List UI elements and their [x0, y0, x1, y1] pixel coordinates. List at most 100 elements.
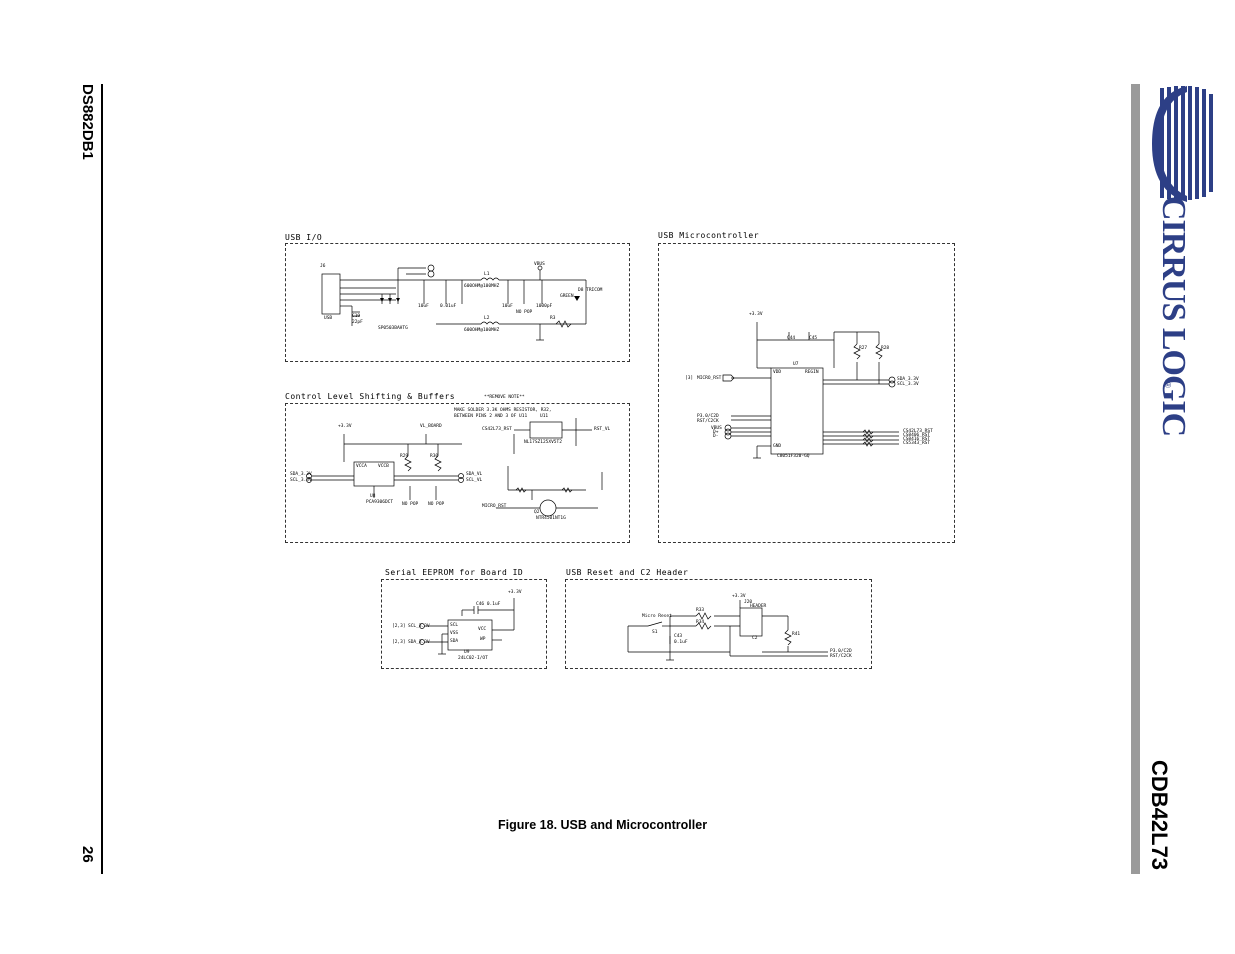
- rc2-c2-label: C2: [752, 636, 758, 641]
- micro-u7-label: U7: [793, 362, 799, 367]
- micro-out-sig-4: CS5343_RST: [903, 441, 931, 446]
- eeprom-c46-label: C46 0.1uF: [476, 602, 501, 607]
- ls-cs-rst-label: CS42L73_RST: [482, 427, 512, 432]
- usb-cap-a: 10uF: [418, 304, 429, 309]
- rc2-r33-label: R33: [696, 608, 705, 613]
- ls-vcca-label: VCCA: [356, 464, 367, 469]
- usb-l1-label: L1: [484, 272, 490, 277]
- micro-rst-in-label: MICRO_RST: [697, 376, 722, 381]
- ls-vccb-label: VCCB: [378, 464, 389, 469]
- rc2-r41-label: R41: [792, 632, 801, 637]
- micro-v33-label: +3.3V: [749, 312, 763, 317]
- micro-out-sig-1: CS42L73_RST: [903, 429, 933, 434]
- ls-no-pop-2: NO POP: [428, 502, 445, 507]
- micro-out-sig-3: CS8416_RST: [903, 437, 931, 442]
- ls-sda-out-label: SDA_VL: [466, 472, 483, 477]
- eeprom-v33-label: +3.3V: [508, 590, 522, 595]
- ls-r30-label: R30: [430, 454, 439, 459]
- rc2-c43-label: C43: [674, 634, 683, 639]
- ls-u8-label: U8: [370, 494, 376, 499]
- rc2-s1-label: S1: [652, 630, 658, 635]
- ls-sda-in-label: SDA_3.3V: [290, 472, 312, 477]
- micro-out-sig-2: CS8406_RST: [903, 433, 931, 438]
- board-name: CDB42L73: [1147, 760, 1172, 871]
- usb-c19-value: 22pF: [352, 320, 363, 325]
- usb-vbus-label: VBUS: [534, 262, 545, 267]
- usb-io-title: USB I/O: [285, 233, 323, 242]
- reset-c2-section: Micro Reset S1 C43 0.1uF R33 R34 +3.3V J…: [565, 579, 872, 669]
- eeprom-sda-sig: SDA_3.3V: [408, 640, 430, 645]
- eeprom-part-label: 24LC02-I/OT: [458, 656, 488, 661]
- ls-v33-label: +3.3V: [338, 424, 352, 429]
- ls-r29-label: R29: [400, 454, 409, 459]
- ls-q2-part: NTR4501NT1G: [536, 516, 566, 521]
- ls-q2-label: Q2: [534, 510, 540, 515]
- usb-ferrite1-label: 600OHM@100MHZ: [464, 284, 500, 289]
- micro-gnd-label: GND: [773, 444, 782, 449]
- reset-c2-title: USB Reset and C2 Header: [566, 568, 689, 577]
- eeprom-u9-label: U9: [464, 650, 470, 655]
- level-shift-title: Control Level Shifting & Buffers: [285, 392, 456, 401]
- rc2-c2d-label: P3.0/C2D: [830, 649, 852, 654]
- micro-c2d-label: P3.0/C2D: [697, 414, 719, 419]
- usb-micro-schematic: [722, 322, 899, 459]
- eeprom-sda-pin: SDA: [450, 639, 459, 644]
- eeprom-vss-pin: VSS: [450, 631, 459, 636]
- ls-u8-part: PCA9306DCT: [366, 500, 394, 505]
- reset-c2-schematic: [627, 600, 828, 661]
- eeprom-vcc-pin: VCC: [478, 627, 487, 632]
- eeprom-scl-sig: SCL_3.3V: [408, 624, 430, 629]
- micro-dminus-label: D-: [713, 434, 719, 439]
- usb-micro-title: USB Microcontroller: [658, 231, 760, 240]
- usb-led-label: D8 TRICOM: [578, 288, 603, 293]
- micro-scl-out-label: SCL_3.3V: [897, 382, 919, 387]
- level-shift-section: MAKE SOLDER 3.3K OHMS RESISTOR, R32, BET…: [285, 403, 630, 543]
- eeprom-ref-2: [2,3]: [392, 640, 406, 645]
- ls-scl-out-label: SCL_VL: [466, 478, 483, 483]
- ls-micro-rst-label: MICRO_RST: [482, 504, 507, 509]
- micro-sda-out-label: SDA_3.3V: [897, 377, 919, 382]
- level-shift-schematic: [306, 418, 603, 517]
- usb-ferrite2-label: 600OHM@100MHZ: [464, 328, 500, 333]
- eeprom-section: +3.3V C46 0.1uF SCL VSS SDA VCC WP U9 24…: [381, 579, 547, 669]
- document-id: DS882DB1: [79, 84, 96, 160]
- remove-note: **REMOVE NOTE**: [484, 395, 525, 400]
- ls-note-line-2: BETWEEN PINS 2 AND 3 OF U11: [454, 414, 528, 419]
- usb-no-pop: NO POP: [516, 310, 533, 315]
- ls-note-line-1: MAKE SOLDER 3.3K OHMS RESISTOR, R32,: [454, 408, 552, 413]
- eeprom-ref-1: [2,3]: [392, 624, 406, 629]
- ls-rst-vl-label: RST_VL: [594, 427, 611, 432]
- micro-c45-label: C45: [809, 336, 818, 341]
- usb-io-section: J6 USB VBUS L1 600OHM@100MHZ L2 600OHM@1…: [285, 243, 630, 362]
- eeprom-schematic: [419, 598, 515, 655]
- usb-green-label: GREEN: [560, 294, 574, 299]
- usb-c19-label: C19: [352, 314, 361, 319]
- eeprom-title: Serial EEPROM for Board ID: [385, 568, 524, 577]
- rc2-header-label: HEADER: [750, 604, 767, 609]
- eeprom-scl-pin: SCL: [450, 623, 459, 628]
- rc2-r34-label: R34: [696, 620, 705, 625]
- micro-r28-label: R28: [881, 346, 890, 351]
- usb-cap-d: 1000pF: [536, 304, 553, 309]
- ls-u11-label: U11: [540, 414, 549, 419]
- eeprom-wp-pin: WP: [480, 637, 486, 642]
- registered-mark: ®: [1163, 382, 1172, 388]
- usb-cap-c: 10uF: [502, 304, 513, 309]
- rc2-v33-label: +3.3V: [732, 594, 746, 599]
- ls-u11-part: NL17SZ125XV5T2: [524, 440, 562, 445]
- usb-l2-label: L2: [484, 316, 490, 321]
- micro-vbus-label: VBUS: [711, 426, 722, 431]
- left-rule: [101, 84, 103, 874]
- ls-vl-board-label: VL_BOARD: [420, 424, 442, 429]
- rc2-cap-label: 0.1uF: [674, 640, 688, 645]
- rc2-c2ck-label: RST/C2CK: [830, 654, 852, 659]
- micro-ref1-label: [3]: [685, 376, 694, 381]
- micro-c44-label: C44: [787, 336, 796, 341]
- usb-j6-label: J6: [320, 264, 326, 269]
- usb-micro-section: +3.3V C44 C45 R27 R28 U7 VDD REGIN GND C…: [658, 243, 955, 543]
- micro-r27-label: R27: [859, 346, 868, 351]
- rc2-micro-reset-label: Micro Reset: [642, 614, 672, 619]
- micro-part-label: C8051F320-GQ: [777, 454, 810, 459]
- usb-r3-label: R3: [550, 316, 556, 321]
- micro-c2ck-label: RST/C2CK: [697, 419, 719, 424]
